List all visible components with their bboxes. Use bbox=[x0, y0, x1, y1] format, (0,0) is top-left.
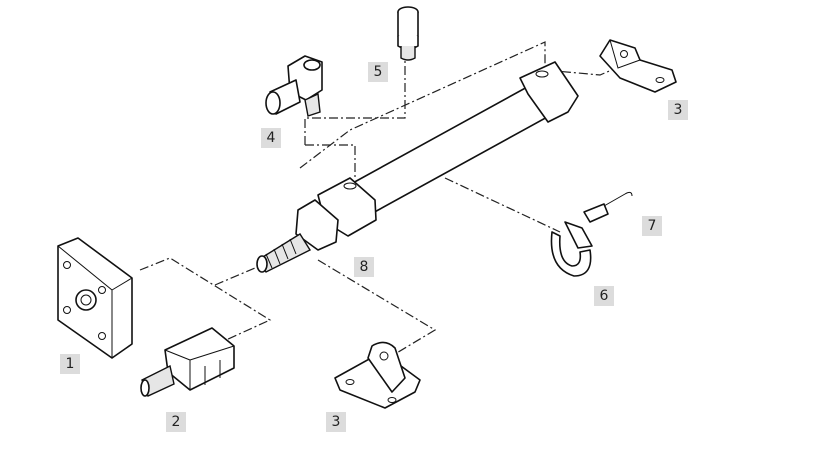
sensor-clamp bbox=[550, 221, 593, 277]
part-label-4: 4 bbox=[261, 128, 281, 148]
mounting-bracket-upper bbox=[599, 39, 677, 93]
part-label-6: 6 bbox=[594, 286, 614, 306]
part-label-5: 5 bbox=[368, 62, 388, 82]
rod-coupling bbox=[140, 327, 235, 397]
proximity-sensor bbox=[583, 191, 633, 223]
flow-control-valve bbox=[265, 55, 323, 117]
push-in-fitting bbox=[397, 6, 419, 61]
cylinder-body bbox=[256, 61, 579, 273]
part-label-3-upper: 3 bbox=[668, 100, 688, 120]
part-label-8: 8 bbox=[354, 257, 374, 277]
mounting-bracket-lower bbox=[334, 341, 421, 409]
part-label-3-lower: 3 bbox=[326, 412, 346, 432]
part-label-1: 1 bbox=[60, 354, 80, 374]
part-label-7: 7 bbox=[642, 216, 662, 236]
flange-plate bbox=[57, 237, 133, 359]
part-label-2: 2 bbox=[166, 412, 186, 432]
